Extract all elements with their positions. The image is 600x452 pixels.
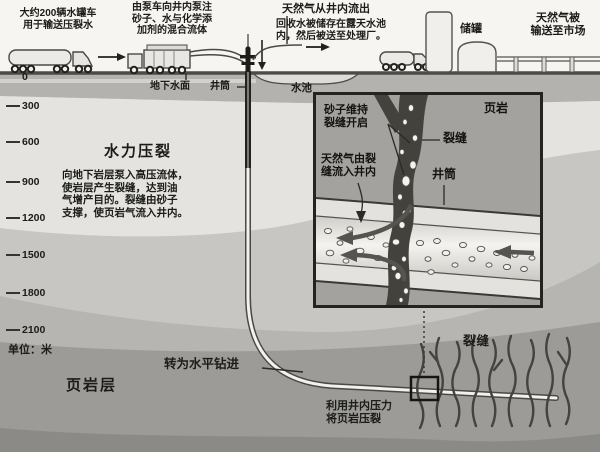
pump-note-line1: 由泵车向井内泵注: [132, 2, 212, 13]
tanker-note: 大约200辆水罐车 用于输送压裂水: [6, 8, 110, 31]
zoom-region-box: [409, 375, 440, 402]
depth-tick-300: 300: [22, 100, 40, 112]
water-table-label: 地下水面: [150, 81, 190, 92]
ground-surface: [0, 71, 600, 85]
shale-layer-label: 页岩层: [66, 377, 118, 394]
gas-flow-arrowheads: [336, 231, 511, 262]
well-path: [245, 69, 559, 401]
pump-note: 由泵车向井内泵注 砂子、水与化学添 加剂的混合流体: [112, 2, 232, 37]
pressure-note: 利用井内压力 将页岩压裂: [326, 400, 392, 426]
pump-note-line3: 加剂的混合流体: [137, 25, 207, 36]
description-line4: 支撑，使页岩气流入井内。: [62, 206, 188, 219]
water-tanker-truck: [8, 49, 94, 74]
gas-flow-arrows: [351, 203, 535, 282]
tanker-note-line2: 用于输送压裂水: [23, 19, 93, 31]
pump-truck: [127, 44, 191, 75]
market-note-line2: 输送至市场: [530, 24, 586, 37]
recycle-note: 回收水被储存在露天水池 内，然后被送至处理厂。: [276, 19, 436, 42]
inset-canvas: [316, 95, 540, 305]
recycle-note-line1: 回收水被储存在露天水池: [276, 19, 386, 30]
description-line1: 向地下岩层泵入高压流体，: [62, 169, 188, 181]
inset-gasflow-line2: 缝流入井内: [321, 165, 376, 178]
pool-label: 水池: [291, 82, 312, 94]
pressure-note-line2: 将页岩压裂: [326, 413, 381, 425]
depth-tick-2100: 2100: [22, 324, 46, 336]
market-note-line1: 天然气被: [536, 12, 580, 24]
depth-tick-600: 600: [22, 136, 40, 148]
inset-wellbore-label: 井筒: [432, 167, 457, 181]
inset-sand-line1: 砂子维持: [324, 104, 368, 116]
wellhead: [189, 34, 256, 72]
storage-tank-label: 储罐: [460, 23, 482, 35]
depth-tick-1800: 1800: [22, 287, 46, 299]
inset-sand-line2: 裂缝开启: [324, 116, 368, 129]
section-description: 向地下岩层泵入高压流体， 使岩层产生裂缝，达到油 气增产目的。裂缝由砂子 支撑，…: [62, 169, 222, 219]
depth-tick-1500: 1500: [22, 249, 46, 261]
transfer-arrow: [98, 53, 126, 61]
section-title: 水力压裂: [104, 143, 173, 160]
horizontal-drilling-label: 转为水平钻进: [164, 357, 240, 371]
inset-leader-lines: [357, 123, 445, 214]
inset-sand-note: 砂子维持 裂缝开启: [324, 104, 368, 129]
pump-note-line2: 砂子、水与化学添: [132, 13, 212, 25]
storage-tanks: [425, 11, 497, 73]
gas-out-pipe: [252, 43, 330, 61]
depth-tick-marks: [6, 105, 20, 331]
depth-tick-900: 900: [22, 176, 40, 188]
inset-gasflow-line1: 天然气由裂: [321, 153, 376, 165]
depth-unit-label: 单位：米: [8, 344, 52, 356]
description-line3: 气增产目的。裂缝由砂子: [62, 194, 178, 206]
pressure-note-line1: 利用井内压力: [326, 400, 392, 412]
gas-flow-leader-arrowhead: [356, 211, 366, 223]
wellbore-inset: 砂子维持 裂缝开启 页岩 裂缝 天然气由裂 缝流入井内 井筒: [313, 92, 543, 308]
inset-shale-label: 页岩: [484, 101, 509, 115]
recovered-water-truck: [379, 51, 432, 71]
wellbore-surface-label: 井筒: [210, 81, 230, 92]
fracture-channel: [374, 95, 428, 305]
sand-pebbles-fracture: [392, 104, 419, 303]
depth-tick-1200: 1200: [22, 212, 46, 224]
tanker-note-line1: 大约200辆水罐车: [19, 8, 97, 19]
gas-pipeline: [497, 56, 600, 73]
inset-gasflow-note: 天然气由裂 缝流入井内: [321, 153, 376, 178]
sand-pebbles-bore: [324, 226, 536, 275]
description-line2: 使岩层产生裂缝，达到油: [62, 181, 178, 194]
depth-tick-0: 0: [22, 71, 28, 83]
fracture-label: 裂缝: [463, 334, 491, 348]
horizontal-drilling-leader: [261, 367, 304, 373]
market-note: 天然气被 输送至市场: [516, 12, 600, 37]
inset-fracture-label: 裂缝: [443, 131, 468, 145]
fracture-squiggles: [416, 332, 571, 430]
recycle-note-line2: 内，然后被送至处理厂。: [276, 30, 386, 42]
gas-out-label: 天然气从井内流出: [282, 3, 370, 15]
